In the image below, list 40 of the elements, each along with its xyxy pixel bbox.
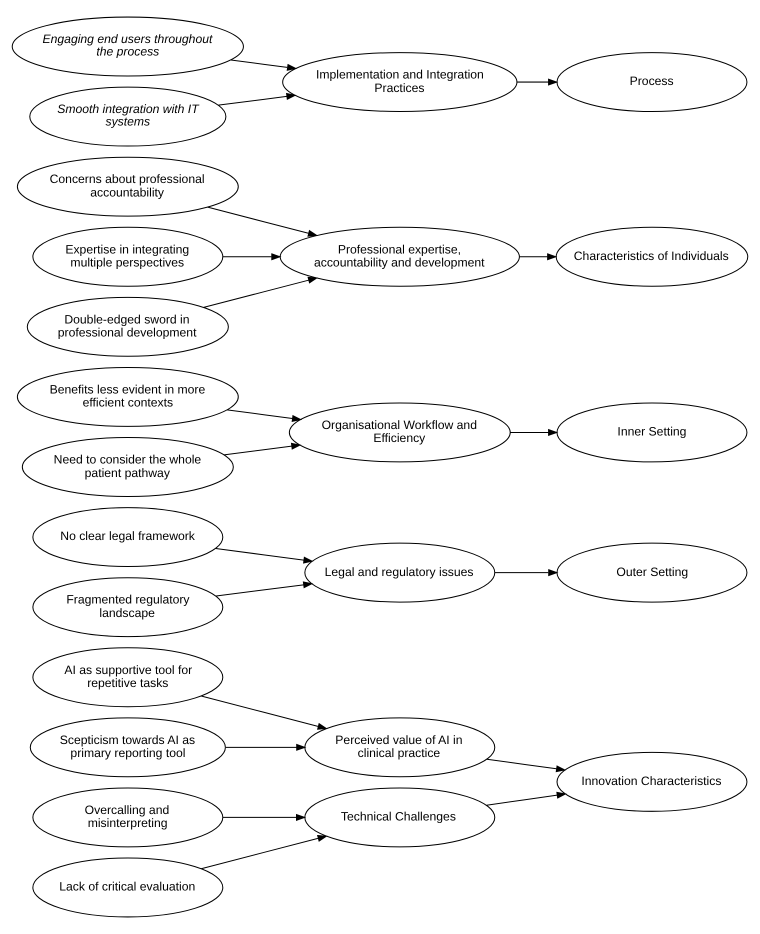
node-ellipse: Need to consider the whole patient pathway bbox=[22, 437, 234, 497]
node-ellipse: Inner Setting bbox=[556, 402, 748, 462]
arrow bbox=[495, 569, 558, 576]
arrow bbox=[204, 276, 318, 308]
arrow bbox=[216, 548, 314, 564]
node-ellipse: Fragmented regulatory landscape bbox=[32, 577, 224, 638]
arrow bbox=[510, 428, 558, 436]
arrow bbox=[227, 409, 302, 422]
arrow bbox=[222, 814, 306, 821]
node-ellipse: Technical Challenges bbox=[304, 787, 496, 848]
node-ellipse: Scepticism towards AI as primary reporting tool bbox=[30, 717, 226, 778]
node-ellipse: Characteristics of Individuals bbox=[556, 226, 748, 287]
node-ellipse: Expertise in integrating multiple perspectives bbox=[32, 226, 224, 287]
arrow bbox=[520, 253, 558, 260]
arrow bbox=[224, 442, 302, 456]
node-ellipse: Overcalling and misinterpreting bbox=[32, 787, 224, 848]
arrow bbox=[201, 834, 328, 870]
arrow bbox=[222, 253, 282, 260]
node-ellipse: Perceived value of AI in clinical practice bbox=[304, 717, 496, 778]
node-ellipse: Engaging end users throughout the process bbox=[12, 16, 244, 76]
arrow bbox=[218, 92, 297, 106]
arrow bbox=[201, 696, 328, 730]
node-ellipse: Implementation and Integration Practices bbox=[282, 52, 518, 112]
arrow bbox=[230, 59, 298, 71]
node-ellipse: Double-edged sword in professional development bbox=[26, 296, 229, 357]
node-ellipse: Process bbox=[556, 52, 748, 112]
arrow bbox=[226, 744, 306, 751]
node-ellipse: Concerns about professional accountability bbox=[16, 156, 239, 217]
node-ellipse: Outer Setting bbox=[556, 542, 748, 603]
arrow bbox=[486, 758, 566, 772]
node-ellipse: Lack of critical evaluation bbox=[32, 858, 224, 918]
node-ellipse: AI as supportive tool for repetitive tasks bbox=[32, 647, 224, 708]
node-ellipse: Smooth integration with IT systems bbox=[29, 86, 226, 147]
arrow bbox=[517, 78, 558, 86]
arrow bbox=[208, 206, 318, 237]
node-ellipse: Professional expertise, accountability and development bbox=[280, 226, 520, 287]
arrow bbox=[216, 581, 314, 596]
arrow bbox=[486, 792, 567, 806]
node-ellipse: No clear legal framework bbox=[32, 507, 224, 568]
node-ellipse: Benefits less evident in more efficient contexts bbox=[16, 366, 239, 427]
